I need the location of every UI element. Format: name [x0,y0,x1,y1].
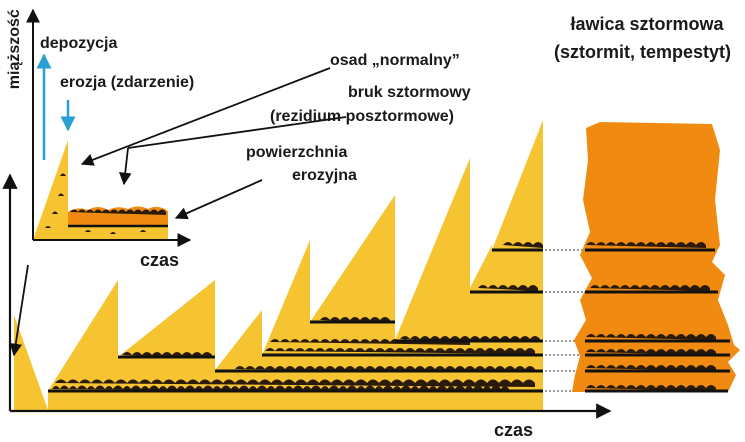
storm-bed-column [572,122,740,393]
main-erosion-surfaces [48,248,543,393]
erosion-surface-label-1: powierzchnia [246,144,348,161]
erosion-label: erozja (zdarzenie) [60,74,195,91]
storm-pavement-label-2: (rezidium posztormowe) [270,108,455,125]
storm-pavement-label-1: bruk sztormowy [348,84,471,101]
storm-bed-title-2: (sztormit, tempestyt) [553,42,732,62]
inset-diagram [26,8,192,247]
normal-sediment-label: osad „normalny” [330,52,460,69]
inset-time-label: czas [140,250,180,270]
deposition-label: depozycja [40,35,118,52]
erosion-surface-label-2: erozyjna [292,167,357,184]
y-axis-label: miąższość [5,9,23,90]
main-sediment-wedges [14,120,543,410]
storm-bed-title-1: ławica sztormowa [570,14,724,34]
label-pointer-arrows [9,67,347,357]
main-axes [2,173,612,419]
main-time-label: czas [494,420,534,440]
